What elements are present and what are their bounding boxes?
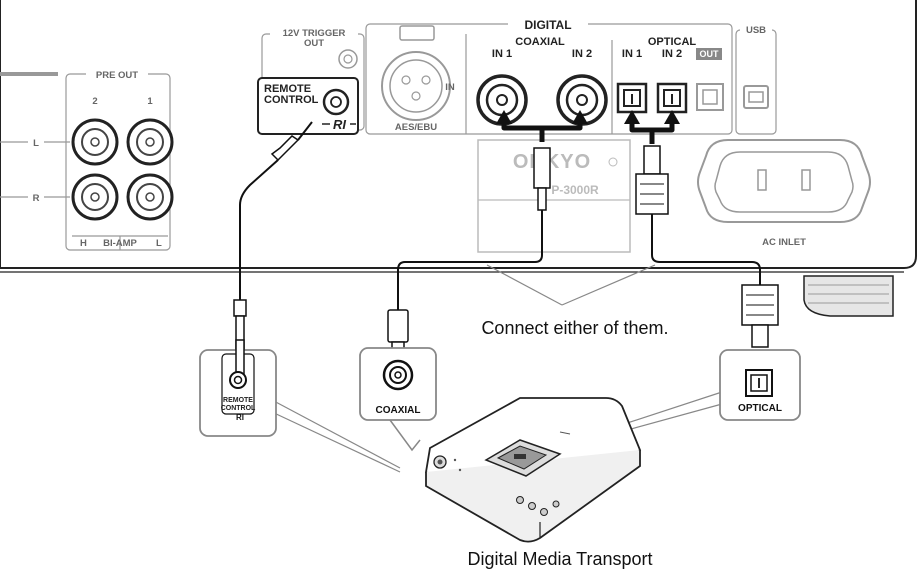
coax-in2-label: IN 2 [572,48,592,60]
opt-out-badge [696,48,722,60]
annotation-lines [486,264,656,306]
digital-label: DIGITAL [524,18,571,32]
device-caption: Digital Media Transport [467,549,652,569]
trigger-jack-icon [338,49,358,69]
callout-remote-label-1: REMOTE [223,397,253,404]
pre-out-label: PRE OUT [96,70,138,81]
coaxial-callout: COAXIAL [359,347,437,452]
optical-heading: OPTICAL [648,36,697,48]
optical-callout: OPTICAL [611,349,801,433]
opt-in2-label: IN 2 [662,48,682,60]
pre-out-section: PRE OUT 2 1 L R H BI-A [0,67,174,251]
bi-amp-h-label: H [80,238,87,249]
remote-label-2: CONTROL [264,94,319,106]
channel-r-label: R [33,193,40,204]
remote-label-1: REMOTE [264,83,311,95]
optical-jack-icon [616,82,648,114]
aes-in-label: IN [445,82,455,93]
digital-media-transport-device [425,397,642,543]
callout-coaxial-label: COAXIAL [376,405,421,416]
model-plate: ONKYO P-3000R [477,139,631,253]
pre-out-2-label: 2 [92,96,97,107]
rca-jack-icon [71,118,119,166]
remote-callout: REMOTE CONTROL RI [199,339,401,473]
channel-l-label: L [33,138,39,149]
callout-optical-label: OPTICAL [738,403,782,414]
callout-ri-logo: RI [236,413,244,422]
dock-cradle [484,439,562,477]
control-button-icon [528,502,536,510]
model-label: P-3000R [551,183,599,197]
optical-cable [635,145,779,348]
usb-label: USB [746,25,766,36]
control-button-icon [516,496,524,504]
ac-inlet-label: AC INLET [762,237,806,248]
optical-jack-icon [656,82,688,114]
rca-jack-icon [126,118,174,166]
trigger-remote-section: 12V TRIGGER OUT REMOTE CONTROL RI [257,26,365,135]
optical-arrows [624,110,680,144]
bi-amp-l-label: L [156,238,162,249]
trigger-out-label: OUT [304,38,324,49]
optical-jack-icon [745,369,773,397]
coaxial-heading: COAXIAL [515,36,565,48]
connect-either-annotation: Connect either of them. [481,318,668,338]
digital-section: DIGITAL IN AES/EBU COAXIAL IN 1 IN 2 [365,16,733,135]
bi-amp-label: BI-AMP [103,238,137,249]
mini-jack-icon [229,371,247,389]
callout-remote-label-2: CONTROL [221,405,256,412]
mini-jack-icon [322,88,350,116]
ri-logo: RI [333,117,346,132]
rca-jack-icon [382,359,414,391]
trigger-label: 12V TRIGGER [283,28,346,39]
brand-label: ONKYO [513,151,591,173]
control-button-icon [540,508,548,516]
usb-b-port-icon [743,85,769,109]
ac-inlet-icon [757,169,767,191]
rca-jack-icon [556,74,608,126]
xlr-connector-icon [381,25,451,121]
ac-inlet: AC INLET [697,139,871,248]
coax-in1-label: IN 1 [492,48,512,60]
rca-jack-icon [71,173,119,221]
coaxial-cable [387,147,551,363]
usb-section: USB [735,22,777,135]
chassis-foot [803,275,894,317]
coaxial-arrows [496,110,588,142]
rca-jack-icon [126,173,174,221]
aes-ebu-label: AES/EBU [395,122,437,133]
optical-jack-icon [696,83,724,111]
pre-out-1-label: 1 [147,96,153,107]
opt-out-label: OUT [700,49,720,59]
opt-in1-label: IN 1 [622,48,642,60]
